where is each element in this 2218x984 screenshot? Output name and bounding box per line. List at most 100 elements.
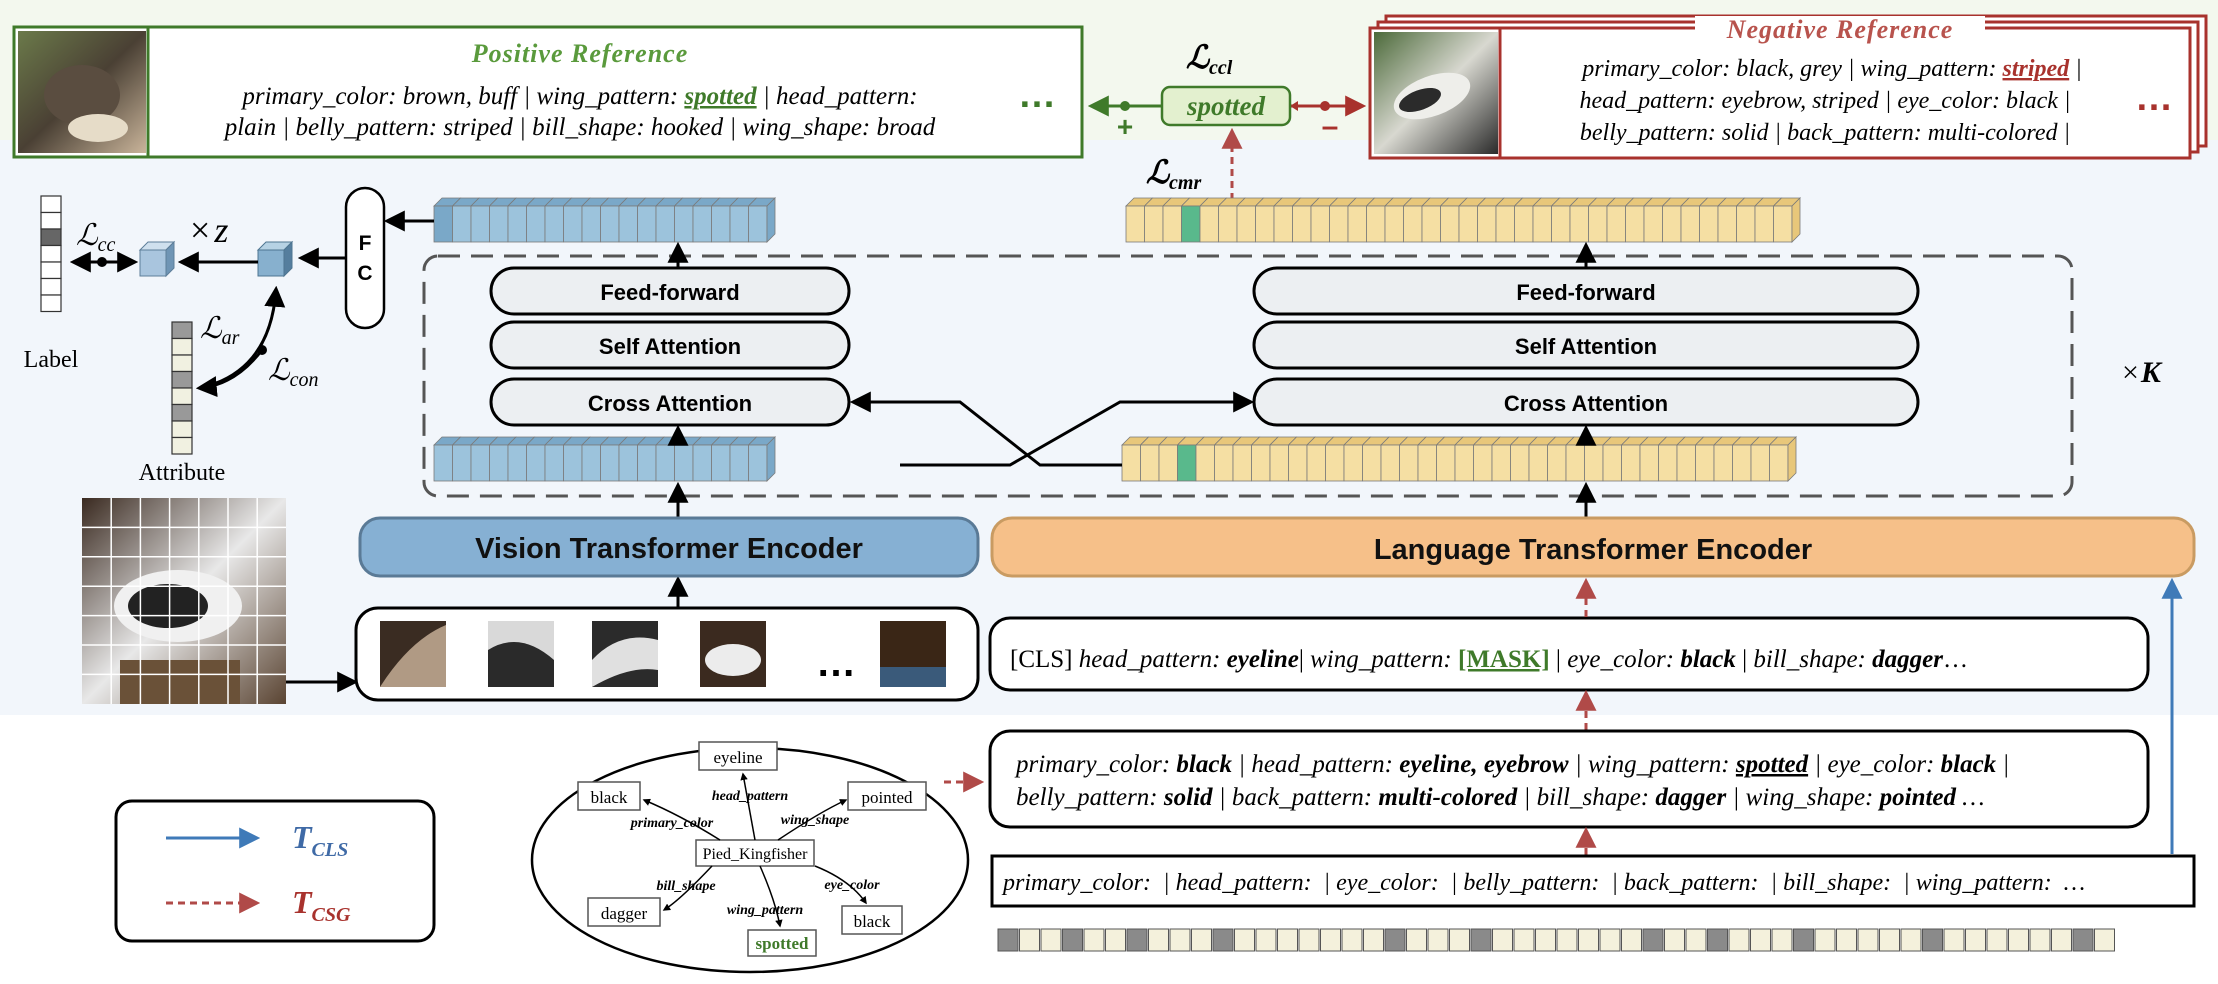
template-token [1535, 928, 1556, 952]
masked-prompt-box: [CLS] head_pattern: eyeline| wing_patter… [988, 616, 2150, 692]
template-token [1341, 928, 1363, 952]
vision-stack: Feed-forward Self Attention Cross Attent… [489, 266, 851, 427]
svg-text:spotted: spotted [756, 934, 809, 953]
svg-text:Feed-forward: Feed-forward [1516, 280, 1655, 305]
language-input-token [1417, 436, 1446, 482]
positive-reference-line1: primary_color: brown, buff | wing_patter… [240, 83, 917, 110]
language-output-token [1421, 197, 1450, 243]
language-input-token [1176, 436, 1205, 482]
vision-output-token [451, 197, 480, 243]
template-token [1986, 928, 2008, 952]
svg-text:C: C [357, 262, 372, 285]
svg-text:Pied_Kingfisher: Pied_Kingfisher [703, 846, 809, 863]
language-input-token [1121, 436, 1150, 482]
template-token [1277, 928, 1298, 952]
language-input-token [1195, 436, 1224, 482]
language-output-token [1643, 197, 1672, 243]
attribute-cell [171, 420, 193, 439]
language-output-token [1532, 197, 1561, 243]
knowledge-graph: Pied_Kingfisher eyeline pointed black da… [530, 741, 985, 974]
language-output-token [1384, 197, 1413, 243]
svg-text:Vision Transformer Encoder: Vision Transformer Encoder [475, 533, 863, 565]
language-output-token [1513, 197, 1542, 243]
svg-text:primary_color: | head_pattern: primary_color: | head_pattern: | eye_col… [1001, 870, 2085, 896]
svg-text:black: black [854, 912, 891, 931]
plus-sign: + [1117, 111, 1133, 142]
positive-highlight: spotted [683, 83, 757, 110]
attribute-cell [171, 370, 193, 389]
language-output-token [1735, 197, 1764, 243]
negative-reference-line1: primary_color: black, grey | wing_patter… [1580, 56, 2082, 82]
language-output-token [1698, 197, 1727, 243]
label-cell [40, 244, 62, 263]
svg-text:Cross Attention: Cross Attention [588, 391, 752, 416]
attribute-cell [171, 387, 193, 406]
cube-right [256, 240, 294, 278]
svg-text:Language Transformer Encoder: Language Transformer Encoder [1374, 534, 1812, 566]
svg-text:F: F [359, 232, 372, 255]
template-token [1943, 928, 1965, 952]
svg-text:belly_pattern: solid | back_pa: belly_pattern: solid | back_pattern: mul… [1016, 784, 1985, 811]
attribute-cell [171, 354, 193, 373]
template-token [1664, 928, 1685, 952]
language-input-token [1324, 436, 1353, 482]
positive-reference-line2: plain | belly_pattern: striped | bill_sh… [223, 114, 936, 141]
template-token [1406, 928, 1427, 952]
svg-text:spotted: spotted [1186, 91, 1265, 121]
label-vector [40, 195, 62, 313]
graph-node-pointed [847, 781, 927, 811]
graph-edge-bill-shape: bill_shape [656, 879, 715, 894]
svg-text:eyeline: eyeline [713, 748, 762, 767]
vision-output-tokens [433, 197, 776, 243]
language-output-token [1458, 197, 1487, 243]
language-input-token [1435, 436, 1464, 482]
svg-text:Feed-forward: Feed-forward [600, 280, 739, 305]
language-input-token [1250, 436, 1279, 482]
language-input-token [1750, 436, 1779, 482]
label-cell [40, 228, 62, 247]
language-output-token [1717, 197, 1746, 243]
language-output-token [1569, 197, 1598, 243]
template-token [1578, 928, 1599, 952]
label-cell [40, 261, 62, 280]
graph-edge-primary-color: primary_color [630, 816, 714, 831]
language-input-token [1454, 436, 1483, 482]
language-output-token [1143, 197, 1172, 243]
vision-output-token [636, 197, 665, 243]
language-output-token [1402, 197, 1431, 243]
language-input-token [1657, 436, 1686, 482]
language-output-token [1495, 197, 1524, 243]
template-prompt-box: primary_color: | head_pattern: | eye_col… [990, 854, 2196, 908]
template-token [1363, 928, 1384, 952]
template-token [1083, 928, 1105, 952]
flow-arrows [667, 241, 1597, 607]
label-cell [40, 294, 62, 313]
vision-input-token [710, 436, 739, 482]
center-spotted-token [1160, 85, 1292, 127]
vision-output-token [618, 197, 647, 243]
template-token [1169, 928, 1191, 952]
template-token [1449, 928, 1470, 952]
language-input-token [1139, 436, 1168, 482]
patches-ellipsis: … [816, 641, 856, 685]
vision-input-token [747, 436, 776, 482]
svg-text:primary_color: black | head_pa: primary_color: black | head_pattern: eye… [1014, 751, 2009, 778]
template-token [1062, 928, 1083, 952]
svg-text:[CLS] head_pattern: eyeline| w: [CLS] head_pattern: eyeline| wing_patter… [1010, 646, 1968, 673]
template-token [1384, 928, 1406, 952]
vision-encoder: Vision Transformer Encoder [358, 516, 980, 578]
template-token [997, 928, 1019, 952]
positive-reference: Positive Reference primary_color: brown,… [12, 25, 1084, 159]
graph-node-black-1 [577, 781, 641, 811]
language-output-token [1180, 197, 1209, 243]
vision-feed-forward [489, 266, 851, 316]
vision-input-tokens [433, 436, 776, 482]
graph-node-dagger [587, 897, 661, 927]
attribute-cell [171, 337, 193, 356]
vision-output-token [673, 197, 702, 243]
transformer-block [422, 254, 2074, 498]
vision-output-token [562, 197, 591, 243]
template-token [2029, 928, 2051, 952]
template-token [1728, 928, 1750, 952]
graph-edge-head-pattern: head_pattern [712, 789, 788, 804]
